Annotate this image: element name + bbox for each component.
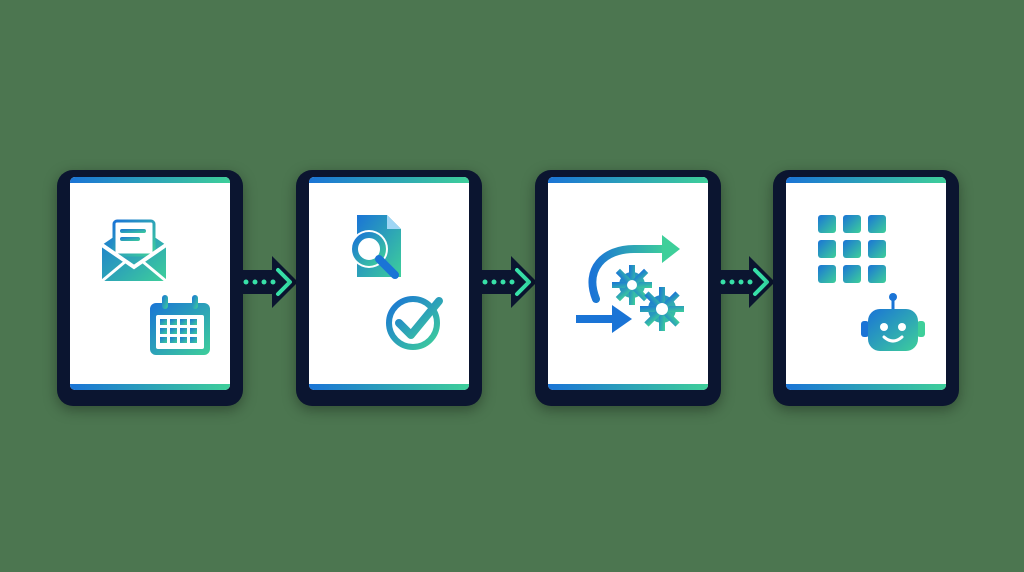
curved-arrow-icon: [576, 235, 680, 333]
connector-arrow-1: [238, 256, 298, 308]
card-bottom-bar: [786, 384, 946, 390]
step-card-3: [535, 170, 721, 406]
step-card-2-face: [309, 177, 469, 390]
card-bottom-bar: [548, 384, 708, 390]
step-card-1: [57, 170, 243, 406]
calendar-icon: [150, 295, 210, 355]
card-top-bar: [786, 177, 946, 183]
step-card-1-face: [70, 177, 230, 390]
connector-arrow-2: [477, 256, 537, 308]
connector-arrow-3: [715, 256, 775, 308]
card-top-bar: [70, 177, 230, 183]
grid-icon: [818, 215, 886, 283]
step-card-3-face: [548, 177, 708, 390]
document-search-icon: [350, 215, 401, 279]
card-bottom-bar: [309, 384, 469, 390]
card-top-bar: [548, 177, 708, 183]
card-bottom-bar: [70, 384, 230, 390]
step-card-2: [296, 170, 482, 406]
step-card-4-face: [786, 177, 946, 390]
card-top-bar: [309, 177, 469, 183]
step-card-4: [773, 170, 959, 406]
robot-icon: [861, 293, 925, 351]
envelope-icon: [100, 219, 168, 283]
checkmark-circle-icon: [386, 296, 443, 350]
gears-icon: [612, 265, 684, 331]
